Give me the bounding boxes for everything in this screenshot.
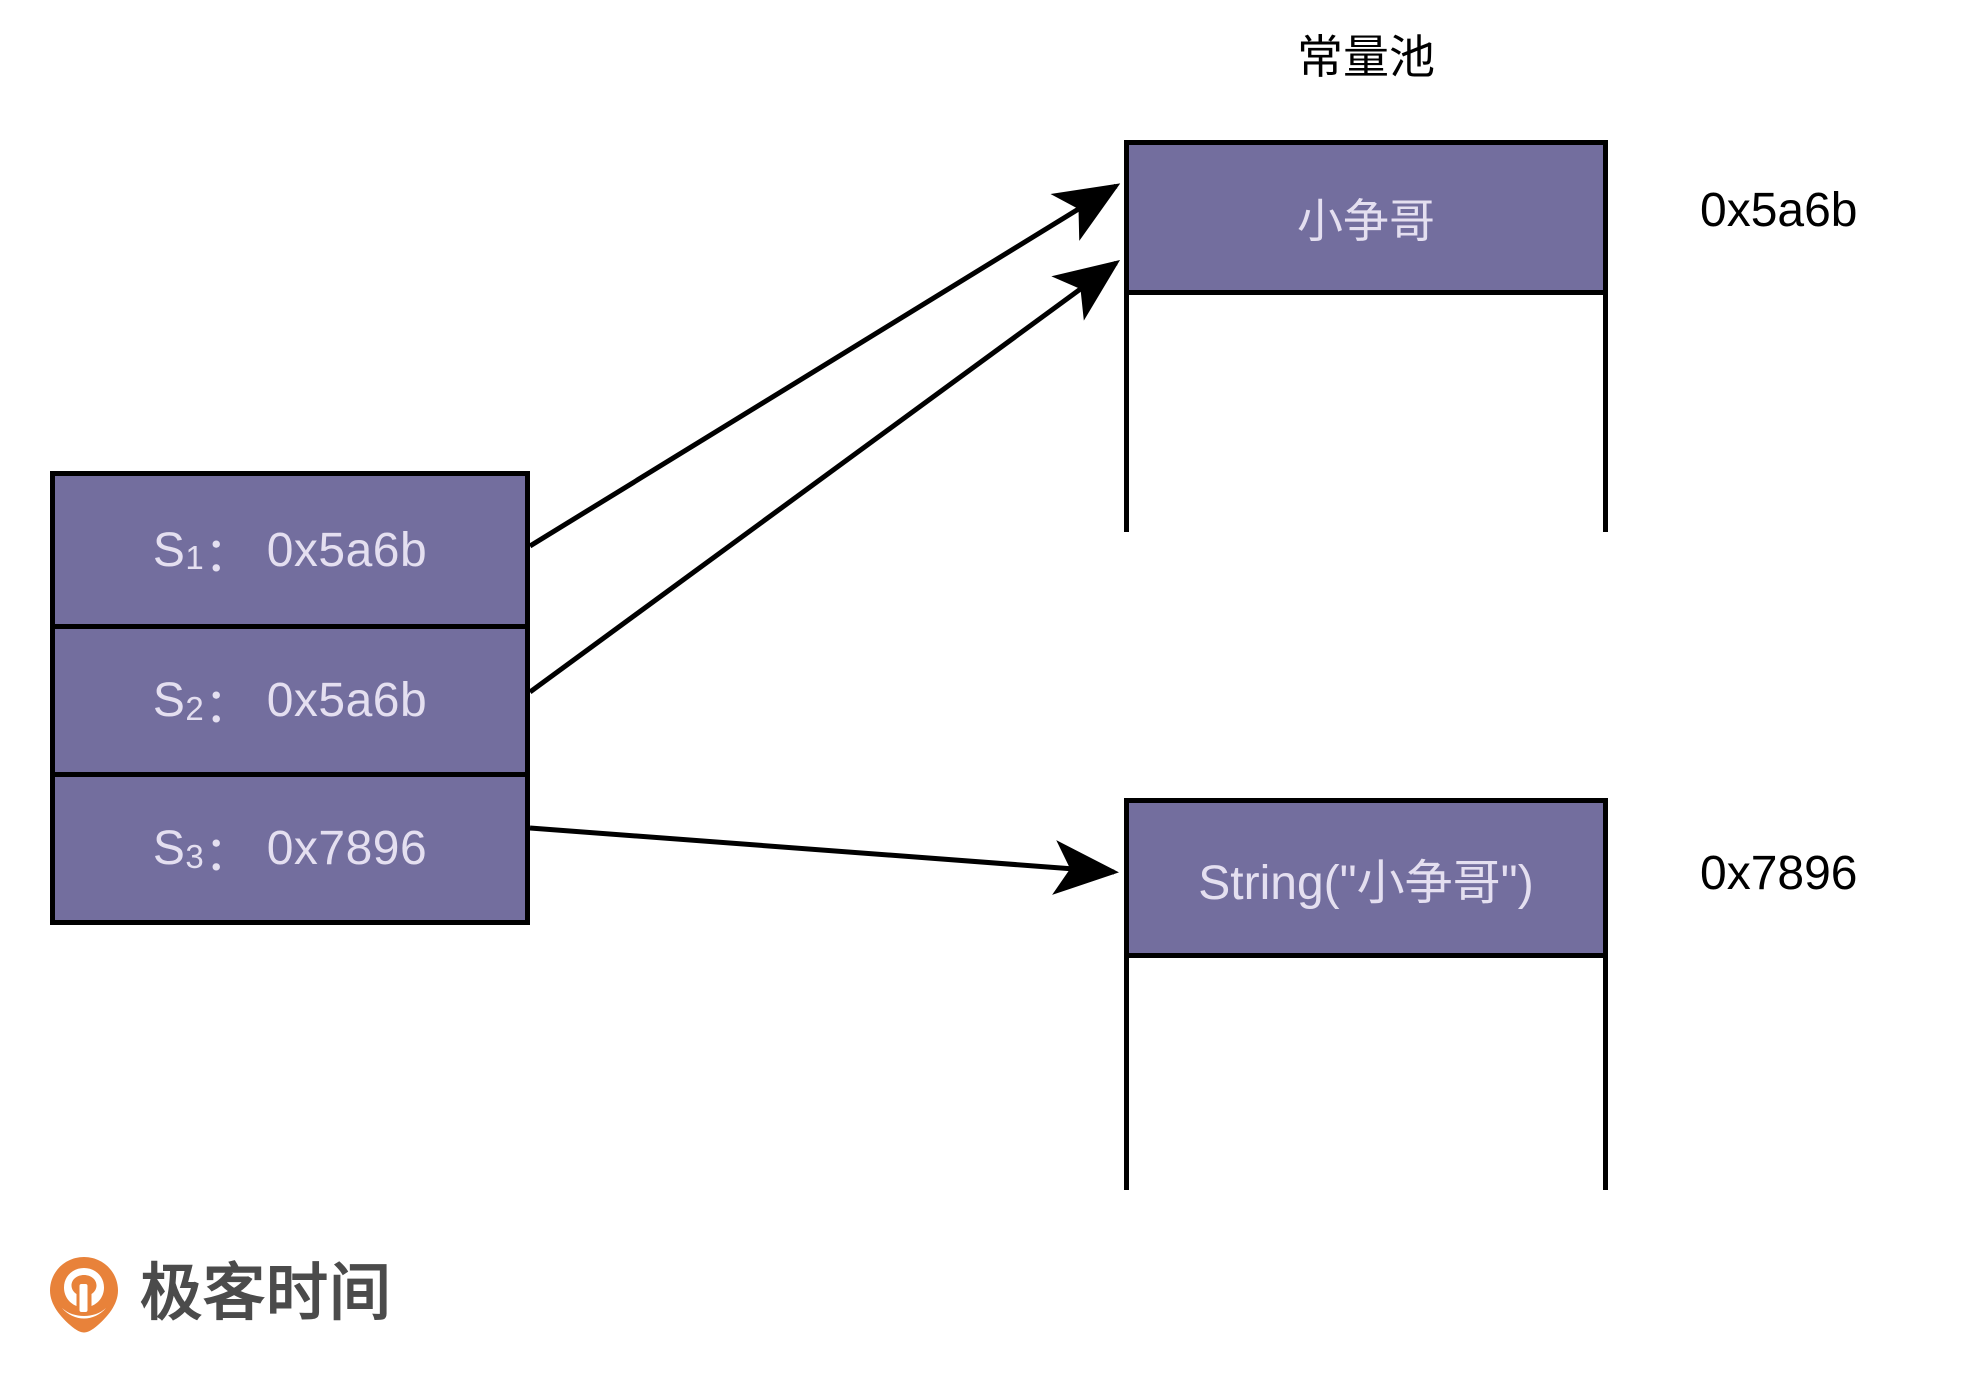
variable-name-s2: S bbox=[152, 674, 186, 727]
brand-name: 极客时间 bbox=[140, 1259, 393, 1328]
memory-block-string-object: String("小争哥") bbox=[1124, 798, 1608, 1190]
constant-pool-title: 常量池 bbox=[1297, 31, 1435, 83]
address-label-literal: 0x5a6b bbox=[1700, 184, 1858, 237]
memory-block-literal-label: 小争哥 bbox=[1129, 145, 1603, 295]
variable-index-s2: 2 bbox=[185, 689, 205, 727]
variable-index-s3: 3 bbox=[185, 837, 205, 875]
variable-index-s1: 1 bbox=[185, 539, 205, 576]
memory-block-string-object-label: String("小争哥") bbox=[1129, 803, 1603, 958]
variable-name-s1: S bbox=[152, 523, 186, 577]
arrow-s1-to-literal bbox=[528, 183, 1121, 549]
arrow-s3-to-string-object bbox=[529, 825, 1119, 895]
variable-separator-s2: ： bbox=[204, 679, 253, 733]
memory-block-literal: 小争哥 bbox=[1124, 140, 1608, 532]
variable-separator-s1: ： bbox=[204, 529, 253, 582]
brand-logo: 极客时间 bbox=[48, 1255, 392, 1333]
memory-block-literal-body bbox=[1129, 295, 1603, 532]
variable-value-s2: 0x5a6b bbox=[266, 674, 428, 727]
geektime-pin-icon bbox=[50, 1257, 118, 1333]
variable-value-s1: 0x5a6b bbox=[266, 523, 428, 577]
variable-name-s3: S bbox=[152, 822, 186, 875]
variable-value-s3: 0x7896 bbox=[266, 822, 428, 875]
address-label-string-object: 0x7896 bbox=[1700, 847, 1858, 900]
arrow-s2-to-literal bbox=[528, 260, 1121, 695]
memory-block-string-object-body bbox=[1129, 958, 1603, 1190]
variable-separator-s3: ： bbox=[204, 827, 253, 881]
